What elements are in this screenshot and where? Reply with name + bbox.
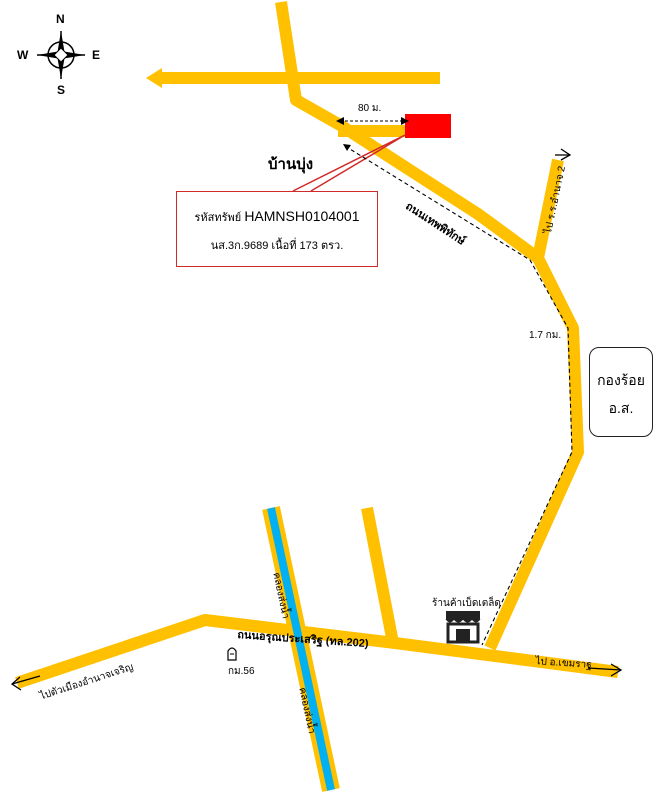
district-line-2: อ.ส. [608, 400, 634, 416]
compass-west: W [17, 48, 29, 62]
property-deed-info: นส.3ก.9689 เนื้อที่ 173 ตรว. [210, 240, 344, 252]
property-code-prefix: รหัสทรัพย์ [194, 212, 242, 224]
distance-80-arrow-right [401, 117, 409, 125]
compass-south: S [57, 83, 66, 97]
arrow-khemarat-shaft [587, 667, 622, 671]
canal [267, 507, 335, 791]
shop-icon [445, 611, 481, 644]
route-dashed-line [344, 145, 573, 646]
road-local-vertical [361, 506, 399, 645]
property-marker [405, 114, 451, 138]
shop-label: ร้านค้าเบ็ดเตล็ด [432, 598, 501, 609]
district-line-1: กองร้อย [597, 372, 645, 388]
arrow-amnat-city-shaft [11, 675, 41, 685]
property-code: HAMNSH0104001 [244, 208, 360, 224]
road-north-vertical [275, 1, 584, 651]
compass-rose-icon [37, 31, 85, 79]
route-arrow-start [343, 144, 351, 151]
callout-pointer [292, 134, 406, 192]
village-label: บ้านบุ่ง [268, 156, 314, 173]
distance-80-arrow-left [336, 117, 344, 125]
property-code-line: รหัสทรัพย์ HAMNSH0104001 [177, 208, 377, 226]
compass-north: N [56, 12, 65, 26]
road-to-amnat-hospital [532, 158, 564, 260]
compass-east: E [92, 48, 101, 62]
km-post-icon [227, 647, 237, 661]
distance-1-7-label: 1.7 กม. [529, 330, 562, 341]
distance-80-label: 80 ม. [358, 103, 382, 114]
road-arrow-west-top [146, 68, 162, 88]
property-callout: รหัสทรัพย์ HAMNSH0104001 นส.3ก.9689 เนื้… [176, 191, 378, 267]
district-box: กองร้อย อ.ส. [589, 347, 653, 437]
km-marker-label: กม.56 [228, 666, 255, 677]
